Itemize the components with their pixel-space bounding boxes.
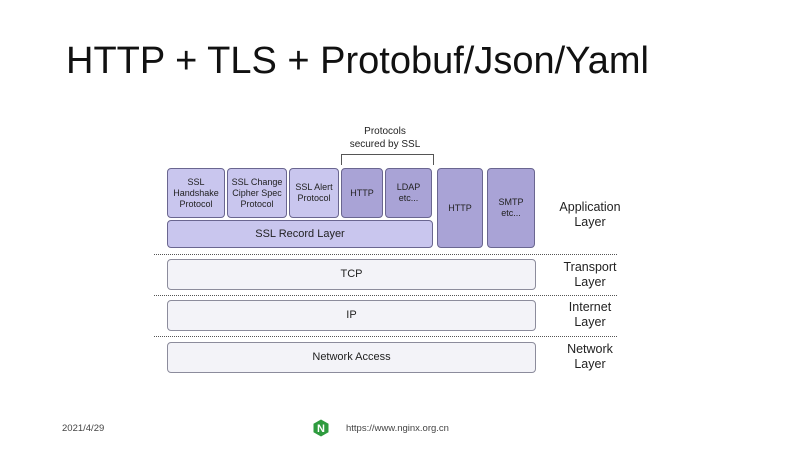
ssl-alert-protocol-box: SSL Alert Protocol [289, 168, 339, 218]
network-access-box: Network Access [167, 342, 536, 373]
protocols-bracket [341, 154, 434, 165]
smtp-box: SMTP etc... [487, 168, 535, 248]
ssl-change-cipher-spec-box: SSL Change Cipher Spec Protocol [227, 168, 287, 218]
footer-url: https://www.nginx.org.cn [346, 423, 449, 434]
http-secured-box: HTTP [341, 168, 383, 218]
ssl-handshake-protocol-box: SSL Handshake Protocol [167, 168, 225, 218]
logo-letter: N [317, 423, 325, 435]
slide-date: 2021/4/29 [62, 423, 105, 434]
ssl-record-layer-box: SSL Record Layer [167, 220, 433, 248]
network-layer-label: Network Layer [567, 342, 613, 371]
nginx-logo-icon: N [313, 419, 329, 437]
divider-application-transport [154, 254, 617, 255]
http-plain-box: HTTP [437, 168, 483, 248]
internet-layer-label: Internet Layer [568, 300, 612, 329]
application-layer-label: Application Layer [559, 200, 621, 229]
protocols-secured-label: Protocols secured by SSL [349, 126, 421, 150]
slide-title: HTTP + TLS + Protobuf/Json/Yaml [66, 40, 649, 82]
ip-box: IP [167, 300, 536, 331]
transport-layer-label: Transport Layer [563, 260, 617, 289]
divider-transport-internet [154, 295, 617, 296]
divider-internet-network [154, 336, 617, 337]
tcp-box: TCP [167, 259, 536, 290]
ldap-box: LDAP etc... [385, 168, 432, 218]
